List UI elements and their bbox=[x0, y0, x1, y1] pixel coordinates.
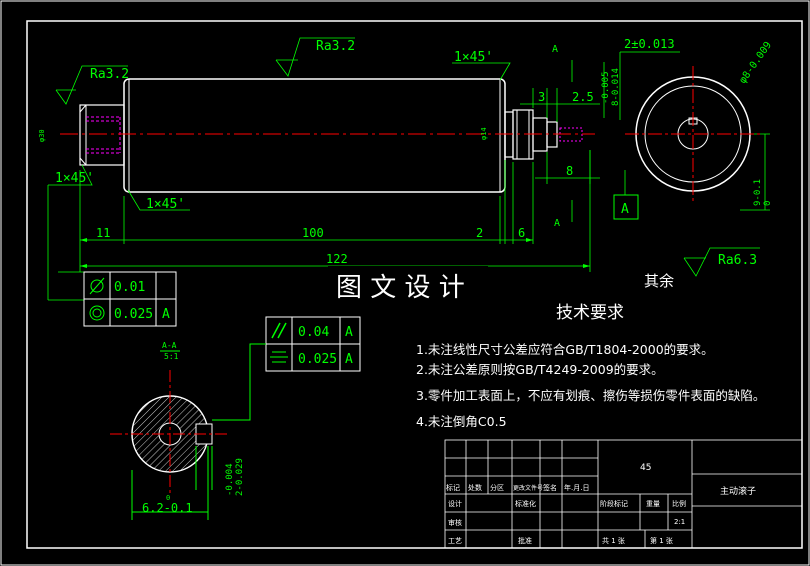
gdt2-datum-1: A bbox=[345, 325, 353, 340]
title-block bbox=[444, 439, 803, 549]
watermark: 图 文 设 计 bbox=[336, 273, 465, 303]
gdt2-datum-2: A bbox=[345, 352, 353, 367]
dim-11: 11 bbox=[96, 226, 110, 240]
dimension-arrows bbox=[80, 238, 590, 268]
tb-approve: 批准 bbox=[518, 536, 532, 545]
dim-right-tol1: -0.005 bbox=[601, 71, 611, 104]
note-1: 1.未注线性尺寸公差应符合GB/T1804-2000的要求。 bbox=[416, 342, 714, 357]
tb-audit: 审核 bbox=[448, 518, 462, 527]
dim-100: 100 bbox=[302, 226, 324, 240]
end-view bbox=[625, 66, 762, 202]
dim-2-5: 2.5 bbox=[572, 90, 594, 104]
tb-design: 设计 bbox=[448, 499, 462, 508]
tb-r1-2: 分区 bbox=[490, 483, 504, 492]
tb-r1-0: 标记 bbox=[446, 483, 460, 492]
tb-part-name: 主动滚子 bbox=[720, 485, 756, 497]
tb-r1-3: 更改文件号 bbox=[513, 484, 543, 492]
gdt1-datum-2: A bbox=[162, 307, 170, 322]
gdt2-value-2: 0.025 bbox=[298, 352, 337, 367]
symmetry-icon bbox=[270, 351, 288, 363]
dim-2: 2 bbox=[476, 226, 483, 240]
section-width: 6.2-0.1 bbox=[142, 501, 193, 515]
chamfer-top: 1×45' bbox=[454, 50, 493, 65]
section-mark-top: A bbox=[552, 44, 558, 55]
tb-standard: 标准化 bbox=[515, 499, 536, 508]
tb-sheets-total: 共 1 张 bbox=[602, 536, 625, 545]
tb-weight: 重量 bbox=[646, 500, 660, 508]
tb-r1-4: 签名 bbox=[543, 483, 557, 492]
left-shaft bbox=[79, 104, 125, 166]
tb-r1-5: 年.月.日 bbox=[564, 483, 589, 492]
section-key2: -0.004 bbox=[225, 463, 235, 496]
section-scale: 5:1 bbox=[164, 352, 179, 361]
tb-craft: 工艺 bbox=[448, 537, 462, 545]
dim-key-tol: 2±0.013 bbox=[624, 37, 675, 51]
section-label: A-A bbox=[162, 341, 177, 350]
dim-left-small: φ30 bbox=[38, 129, 46, 142]
note-2: 2.未注公差原则按GB/T4249-2009的要求。 bbox=[416, 362, 664, 377]
concentric-icon bbox=[89, 305, 105, 321]
section-key: 2-0.029 bbox=[235, 458, 245, 496]
dim-vert-tol: 9-0.1 bbox=[753, 179, 763, 206]
dim-right-tol2: 8-0.014 bbox=[611, 68, 621, 106]
note-4: 4.未注倒角C0.5 bbox=[416, 414, 507, 429]
dim-circle-tol: φ8-0.009 bbox=[737, 40, 774, 86]
dim-6: 6 bbox=[518, 226, 525, 240]
runout-icon bbox=[89, 277, 105, 295]
roughness-top: Ra3.2 bbox=[316, 39, 355, 54]
tb-material: 45 bbox=[640, 463, 651, 473]
dim-122: 122 bbox=[326, 252, 348, 266]
drawing-frame bbox=[26, 20, 803, 549]
roller-body bbox=[123, 78, 506, 193]
gdt-frame-1: 0.01 0.025 A bbox=[83, 271, 177, 327]
roughness-other: Ra6.3 bbox=[718, 253, 757, 268]
section-width2: 0 bbox=[166, 494, 170, 502]
tb-stage: 阶段标记 bbox=[600, 499, 628, 508]
dim-vert-tol2: 0 bbox=[763, 201, 773, 206]
tb-scale: 比例 bbox=[672, 499, 686, 508]
watermark-bg bbox=[328, 266, 488, 306]
notes-title: 技术要求 bbox=[556, 303, 624, 323]
gdt-frame-2: 0.04 A 0.025 A bbox=[212, 316, 361, 421]
gdt2-value-1: 0.04 bbox=[298, 325, 329, 340]
gdt1-value-1: 0.01 bbox=[114, 280, 145, 295]
main-view bbox=[60, 78, 595, 193]
left-thread-hidden bbox=[86, 116, 121, 154]
datum-label: A bbox=[621, 202, 629, 217]
roughness-left: Ra3.2 bbox=[90, 67, 129, 82]
roughness-other-label: 其余 bbox=[644, 272, 674, 290]
chamfer-bottom: 1×45' bbox=[146, 197, 185, 212]
note-3: 3.零件加工表面上，不应有划痕、擦伤等损伤零件表面的缺陷。 bbox=[416, 388, 765, 403]
datum-box bbox=[613, 194, 639, 220]
parallel-icon bbox=[271, 322, 287, 339]
gdt1-value-2: 0.025 bbox=[114, 307, 153, 322]
title-block-text: 45 主动滚子 标记 处数 分区 更改文件号 签名 年.月.日 设计 标准化 阶… bbox=[446, 463, 756, 545]
section-mark-bottom: A bbox=[554, 218, 560, 229]
dimension-lines bbox=[47, 37, 770, 301]
dim-3: 3 bbox=[538, 90, 545, 104]
section-view: A-A 5:1 6.2-0.1 0 2-0.029 -0.004 bbox=[110, 341, 245, 520]
chamfer-left: 1×45' bbox=[55, 171, 94, 186]
dim-mid-small: φ14 bbox=[480, 127, 488, 140]
dim-8: 8 bbox=[566, 164, 573, 178]
tb-scale-value: 2:1 bbox=[674, 518, 685, 526]
tb-sheet-no: 第 1 张 bbox=[650, 536, 673, 545]
tb-r1-1: 处数 bbox=[468, 483, 482, 492]
